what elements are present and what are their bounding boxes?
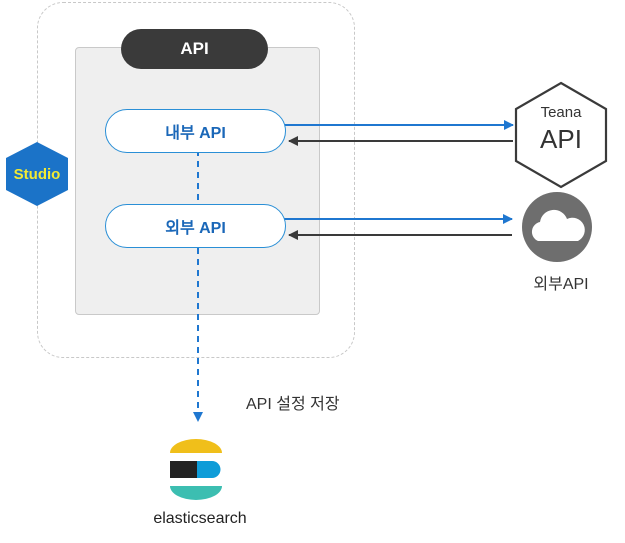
save-settings-label: API 설정 저장 (246, 396, 340, 413)
teana-label: Teana (540, 104, 582, 121)
external-service-label: 외부API (533, 276, 589, 293)
api-panel-title: API (121, 29, 268, 69)
studio-hexagon (6, 142, 68, 206)
cloud-icon (522, 192, 592, 262)
elasticsearch-icon (170, 439, 222, 500)
external-api-node[interactable]: 외부 API (105, 204, 286, 248)
teana-hexagon (514, 81, 608, 189)
elasticsearch-label: elasticsearch (153, 510, 247, 527)
studio-label: Studio (13, 165, 61, 183)
internal-api-node[interactable]: 내부 API (105, 109, 286, 153)
teana-api-label: API (540, 124, 582, 154)
